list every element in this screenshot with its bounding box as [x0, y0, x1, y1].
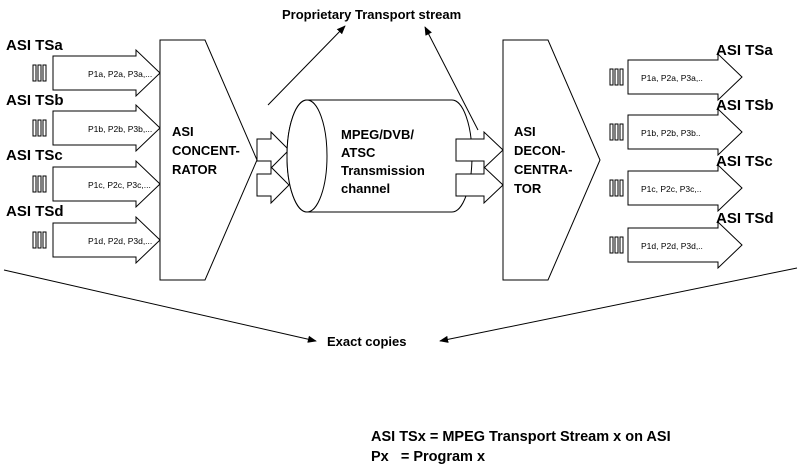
stream-bar-1 — [609, 179, 614, 197]
input-label-b: ASI TSb — [6, 92, 64, 109]
channel-label: MPEG/DVB/ ATSC Transmission channel — [341, 127, 428, 196]
stream-bar-1 — [32, 231, 37, 249]
stream-bar-2 — [614, 236, 619, 254]
exact-copies-arrow-right — [439, 267, 798, 343]
input-group-c: ASI TSc P1c, P2c, P3c,... — [6, 147, 161, 209]
output-arrow-a — [627, 52, 743, 102]
concentrator-box — [159, 39, 258, 281]
cylinder-front-face — [286, 99, 328, 213]
input-group-a: ASI TSa P1a, P2a, P3a,... — [6, 37, 161, 98]
diagram-title: Proprietary Transport stream — [282, 7, 461, 22]
output-group-c: ASI TSc P1c, P2c, P3c,.. — [609, 153, 773, 213]
stream-bar-2 — [37, 175, 42, 193]
exact-copies-label: Exact copies — [327, 334, 407, 349]
arrow-to-title-left — [267, 25, 346, 106]
legend-line-2: Px = Program x — [371, 449, 485, 465]
exact-copies-arrow-left — [3, 269, 317, 343]
concentrator-label: ASI CONCENT- RATOR — [172, 124, 244, 177]
input-programs-a: P1a, P2a, P3a,... — [88, 69, 152, 79]
stream-bar-3 — [619, 68, 624, 86]
output-label-b: ASI TSb — [716, 97, 774, 114]
stream-bar-2 — [614, 123, 619, 141]
stream-bar-2 — [614, 68, 619, 86]
input-group-d: ASI TSd P1d, P2d, P3d,... — [6, 203, 161, 265]
output-programs-d: P1d, P2d, P3d,.. — [641, 241, 703, 251]
stream-bar-1 — [32, 175, 37, 193]
legend: ASI TSx = MPEG Transport Stream x on ASI… — [371, 429, 671, 465]
stream-bar-1 — [609, 236, 614, 254]
concentrator-output-arrow-2 — [256, 165, 290, 205]
output-group-b: ASI TSb P1b, P2b, P3b.. — [609, 97, 774, 157]
input-label-a: ASI TSa — [6, 37, 63, 54]
transmission-channel: MPEG/DVB/ ATSC Transmission channel — [286, 99, 473, 213]
output-programs-b: P1b, P2b, P3b.. — [641, 128, 701, 138]
legend-line-1: ASI TSx = MPEG Transport Stream x on ASI — [371, 429, 671, 445]
stream-bar-3 — [42, 175, 47, 193]
output-arrow-c — [627, 163, 743, 213]
stream-bar-3 — [42, 119, 47, 137]
input-label-c: ASI TSc — [6, 147, 63, 164]
input-programs-d: P1d, P2d, P3d,... — [88, 236, 152, 246]
stream-bar-1 — [32, 119, 37, 137]
stream-bar-2 — [37, 119, 42, 137]
input-label-d: ASI TSd — [6, 203, 64, 220]
output-arrow-d — [627, 220, 743, 270]
output-arrow-b — [627, 107, 743, 157]
stream-bar-3 — [619, 123, 624, 141]
input-programs-c: P1c, P2c, P3c,... — [88, 180, 151, 190]
concentrator-output-arrow-1 — [256, 130, 290, 170]
arrow-to-title-right — [424, 26, 479, 131]
channel-output-arrow-2 — [455, 165, 504, 205]
output-group-a: ASI TSa P1a, P2a, P3a,.. — [609, 42, 773, 102]
channel-output-arrow-1 — [455, 130, 504, 170]
stream-bar-3 — [42, 231, 47, 249]
stream-bar-1 — [32, 64, 37, 82]
input-programs-b: P1b, P2b, P3b,... — [88, 124, 152, 134]
output-label-c: ASI TSc — [716, 153, 773, 170]
deconcentrator-box — [502, 39, 601, 281]
output-programs-a: P1a, P2a, P3a,.. — [641, 73, 703, 83]
stream-bar-2 — [37, 231, 42, 249]
stream-bar-3 — [619, 179, 624, 197]
output-programs-c: P1c, P2c, P3c,.. — [641, 184, 701, 194]
stream-bar-1 — [609, 68, 614, 86]
stream-bar-1 — [609, 123, 614, 141]
deconcentrator-label: ASI DECON- CENTRA- TOR — [514, 124, 576, 196]
output-label-d: ASI TSd — [716, 210, 774, 227]
stream-bar-2 — [614, 179, 619, 197]
output-label-a: ASI TSa — [716, 42, 773, 59]
stream-bar-3 — [619, 236, 624, 254]
input-group-b: ASI TSb P1b, P2b, P3b,... — [6, 92, 161, 153]
stream-bar-3 — [42, 64, 47, 82]
stream-bar-2 — [37, 64, 42, 82]
output-group-d: ASI TSd P1d, P2d, P3d,.. — [609, 210, 774, 270]
